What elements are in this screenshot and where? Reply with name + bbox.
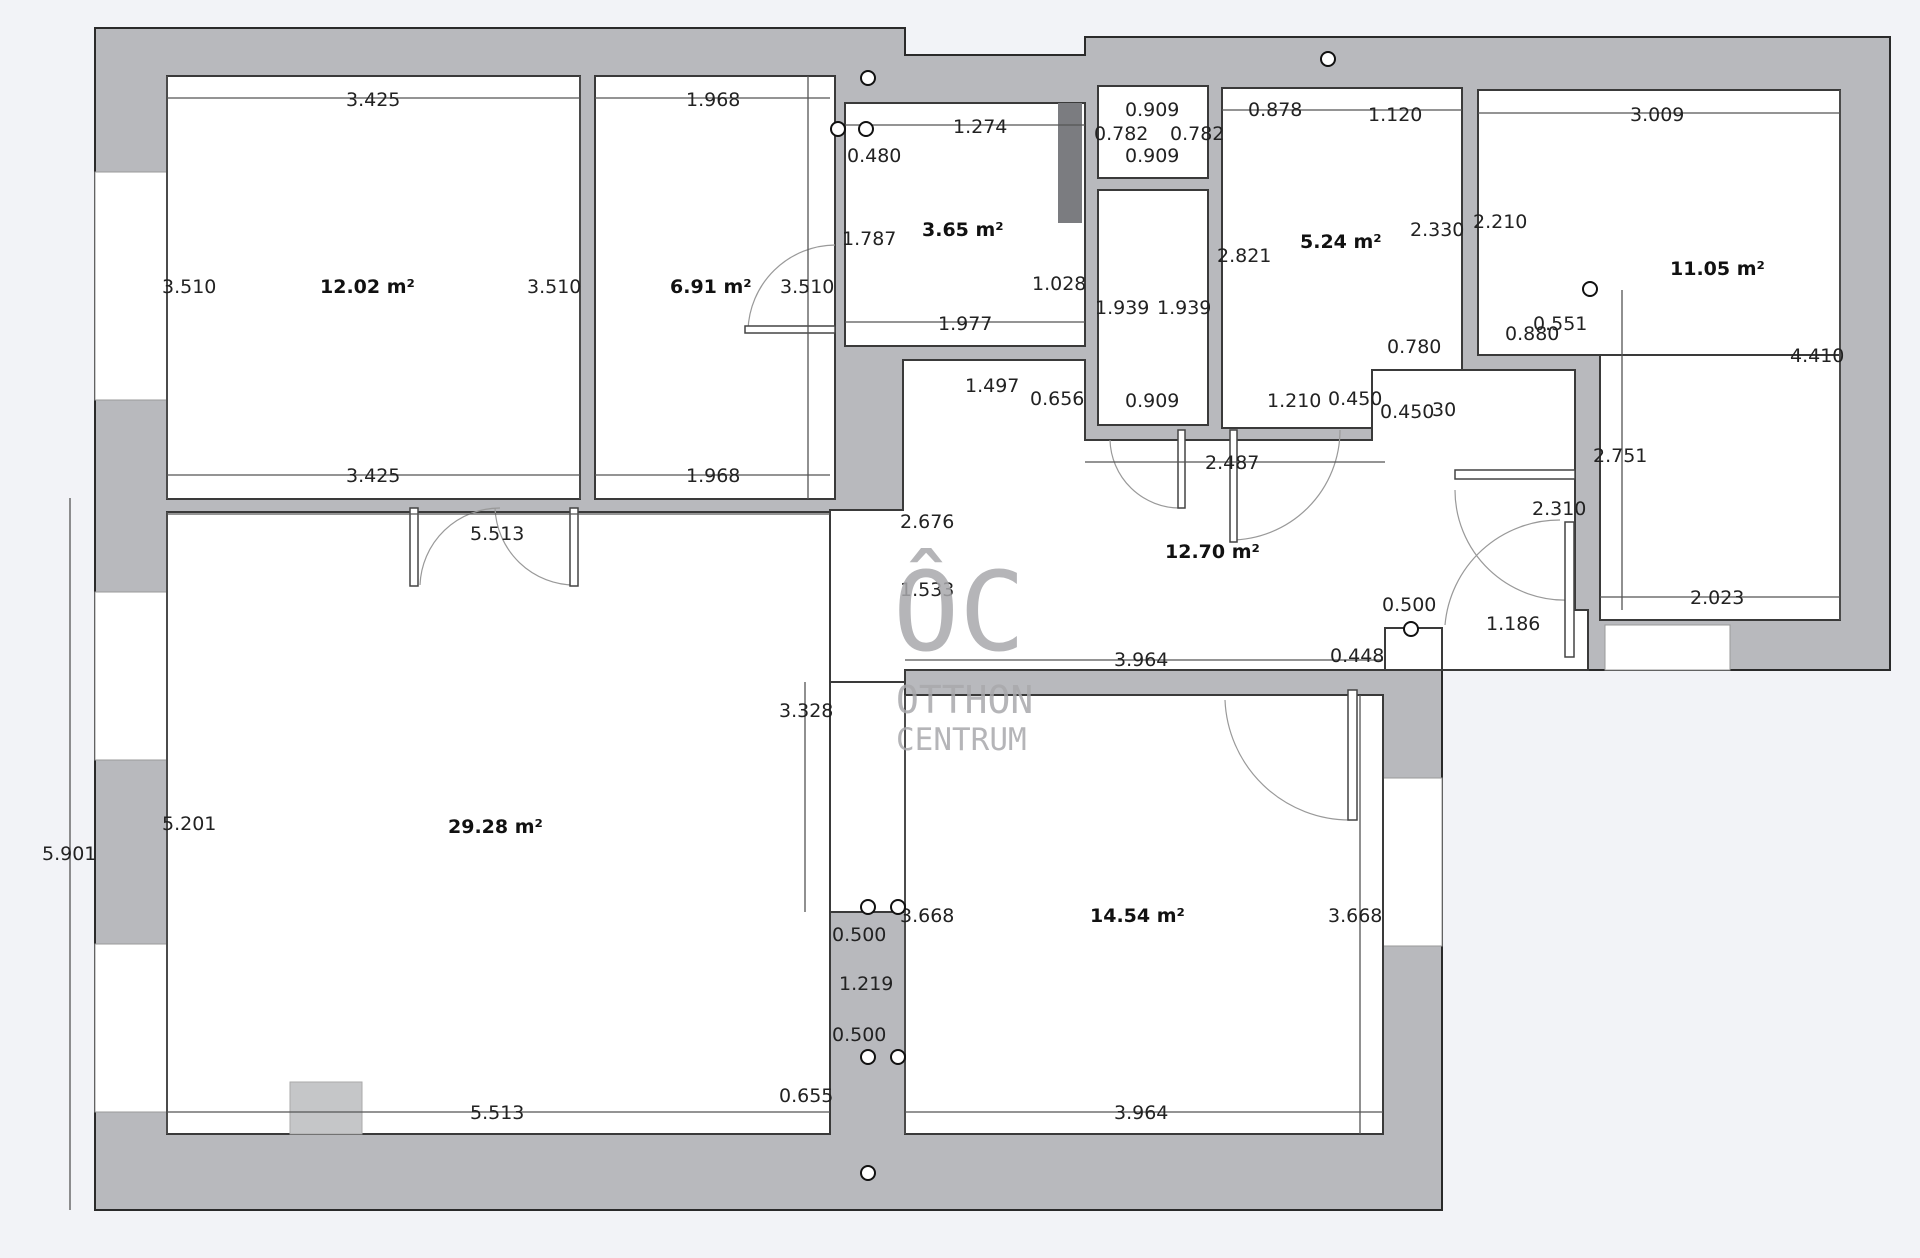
dim-label: 0.450 — [1328, 388, 1382, 410]
dim-label: 0.500 — [832, 1024, 886, 1046]
window — [1604, 624, 1731, 671]
dim-label: 0.500 — [1382, 594, 1436, 616]
dim-label: 1.977 — [938, 313, 992, 335]
dim-label: 3.009 — [1630, 104, 1684, 126]
room-3-65 — [844, 102, 1086, 347]
dim-label: 0.782 — [1170, 123, 1224, 145]
room-area-6-91: 6.91 m² — [670, 276, 752, 298]
dim-label: 3.668 — [900, 905, 954, 927]
dim-label: 3.510 — [162, 276, 216, 298]
dim-label: 2.210 — [1473, 211, 1527, 233]
dim-label: 5.901 — [42, 843, 96, 865]
room-area-5-24: 5.24 m² — [1300, 231, 1382, 253]
dim-label: 5.513 — [470, 1102, 524, 1124]
watermark-mark: ÔC — [893, 547, 1025, 676]
window — [94, 171, 168, 401]
room-11-05 — [1477, 89, 1841, 356]
dim-label: 1.968 — [686, 465, 740, 487]
room-11-05-lower — [1599, 354, 1841, 621]
dim-label: 0.880 — [1505, 323, 1559, 345]
window — [94, 591, 168, 761]
dim-label: 1.274 — [953, 116, 1007, 138]
watermark-logo: ÔC OTTHON CENTRUM — [893, 547, 1033, 758]
measure-nodes — [830, 51, 1598, 1181]
dim-label: 1.939 — [1157, 297, 1211, 319]
dim-label: 1.028 — [1032, 273, 1086, 295]
dim-label: 0.780 — [1387, 336, 1441, 358]
dim-label: 0.448 — [1330, 645, 1384, 667]
dim-label: 3.668 — [1328, 905, 1382, 927]
watermark-line1: OTTHON — [896, 678, 1033, 722]
room-wc-top — [1097, 85, 1209, 179]
room-areas: 12.02 m² 6.91 m² 5.24 m² 11.05 m² 29.28 … — [320, 231, 1765, 927]
dim-label: 1.120 — [1368, 104, 1422, 126]
dim-label: 1.210 — [1267, 390, 1321, 412]
dim-label: 0.909 — [1125, 99, 1179, 121]
dim-label: 3.964 — [1114, 649, 1168, 671]
dim-label: 3.510 — [780, 276, 834, 298]
dimension-lines — [69, 76, 1841, 1210]
dim-label: 0.655 — [779, 1085, 833, 1107]
dim-label: 1.968 — [686, 89, 740, 111]
dim-label: 1.533 — [900, 579, 954, 601]
room-area-12-02: 12.02 m² — [320, 276, 415, 298]
dim-label: 1.497 — [965, 375, 1019, 397]
room-area-14-54: 14.54 m² — [1090, 905, 1185, 927]
dim-label: 30 — [1432, 399, 1456, 421]
dim-label: 0.450 — [1380, 401, 1434, 423]
dim-label: 3.510 — [527, 276, 581, 298]
room-area-12-70: 12.70 m² — [1165, 541, 1260, 563]
window — [1382, 777, 1443, 947]
room-area-11-05: 11.05 m² — [1670, 258, 1765, 280]
dim-label: 3.425 — [346, 89, 400, 111]
dim-label: 5.201 — [162, 813, 216, 835]
room-area-29-28: 29.28 m² — [448, 816, 543, 838]
corridor-lower — [829, 681, 906, 913]
room-12-02 — [166, 75, 581, 500]
dim-label: 2.023 — [1690, 587, 1744, 609]
dim-label: 2.487 — [1205, 452, 1259, 474]
dim-label: 2.330 — [1410, 219, 1464, 241]
floor-tile — [289, 1081, 363, 1135]
dim-label: 0.909 — [1125, 390, 1179, 412]
dim-label: 2.310 — [1532, 498, 1586, 520]
dim-label: 0.878 — [1248, 99, 1302, 121]
dim-label: 3.328 — [779, 700, 833, 722]
dim-label: 2.751 — [1593, 445, 1647, 467]
dim-label: 1.186 — [1486, 613, 1540, 635]
dim-label: 5.513 — [470, 523, 524, 545]
dim-label: 1.787 — [842, 228, 896, 250]
room-6-91 — [594, 75, 836, 500]
doors — [409, 244, 1576, 821]
dim-label: 1.939 — [1095, 297, 1149, 319]
window — [94, 943, 168, 1113]
dim-label: 0.909 — [1125, 145, 1179, 167]
dim-label: 1.219 — [839, 973, 893, 995]
dim-label: 4.410 — [1790, 345, 1844, 367]
room-shaft — [1097, 189, 1209, 426]
dim-label: 3.964 — [1114, 1102, 1168, 1124]
dim-label: 0.500 — [832, 924, 886, 946]
dimension-labels: 3.425 1.968 1.274 0.909 0.782 0.782 0.90… — [42, 89, 1844, 1124]
dim-label: 2.676 — [900, 511, 954, 533]
dim-label: 0.480 — [847, 145, 901, 167]
dim-label: 2.821 — [1217, 245, 1271, 267]
dim-label: 0.782 — [1094, 123, 1148, 145]
dim-label: 0.551 — [1533, 313, 1587, 335]
room-14-54 — [904, 694, 1384, 1135]
dim-label: 0.656 — [1030, 388, 1084, 410]
column — [1058, 103, 1082, 223]
room-area-3-65: 3.65 m² — [922, 219, 1004, 241]
dim-label: 3.425 — [346, 465, 400, 487]
watermark-line2: CENTRUM — [896, 722, 1027, 758]
